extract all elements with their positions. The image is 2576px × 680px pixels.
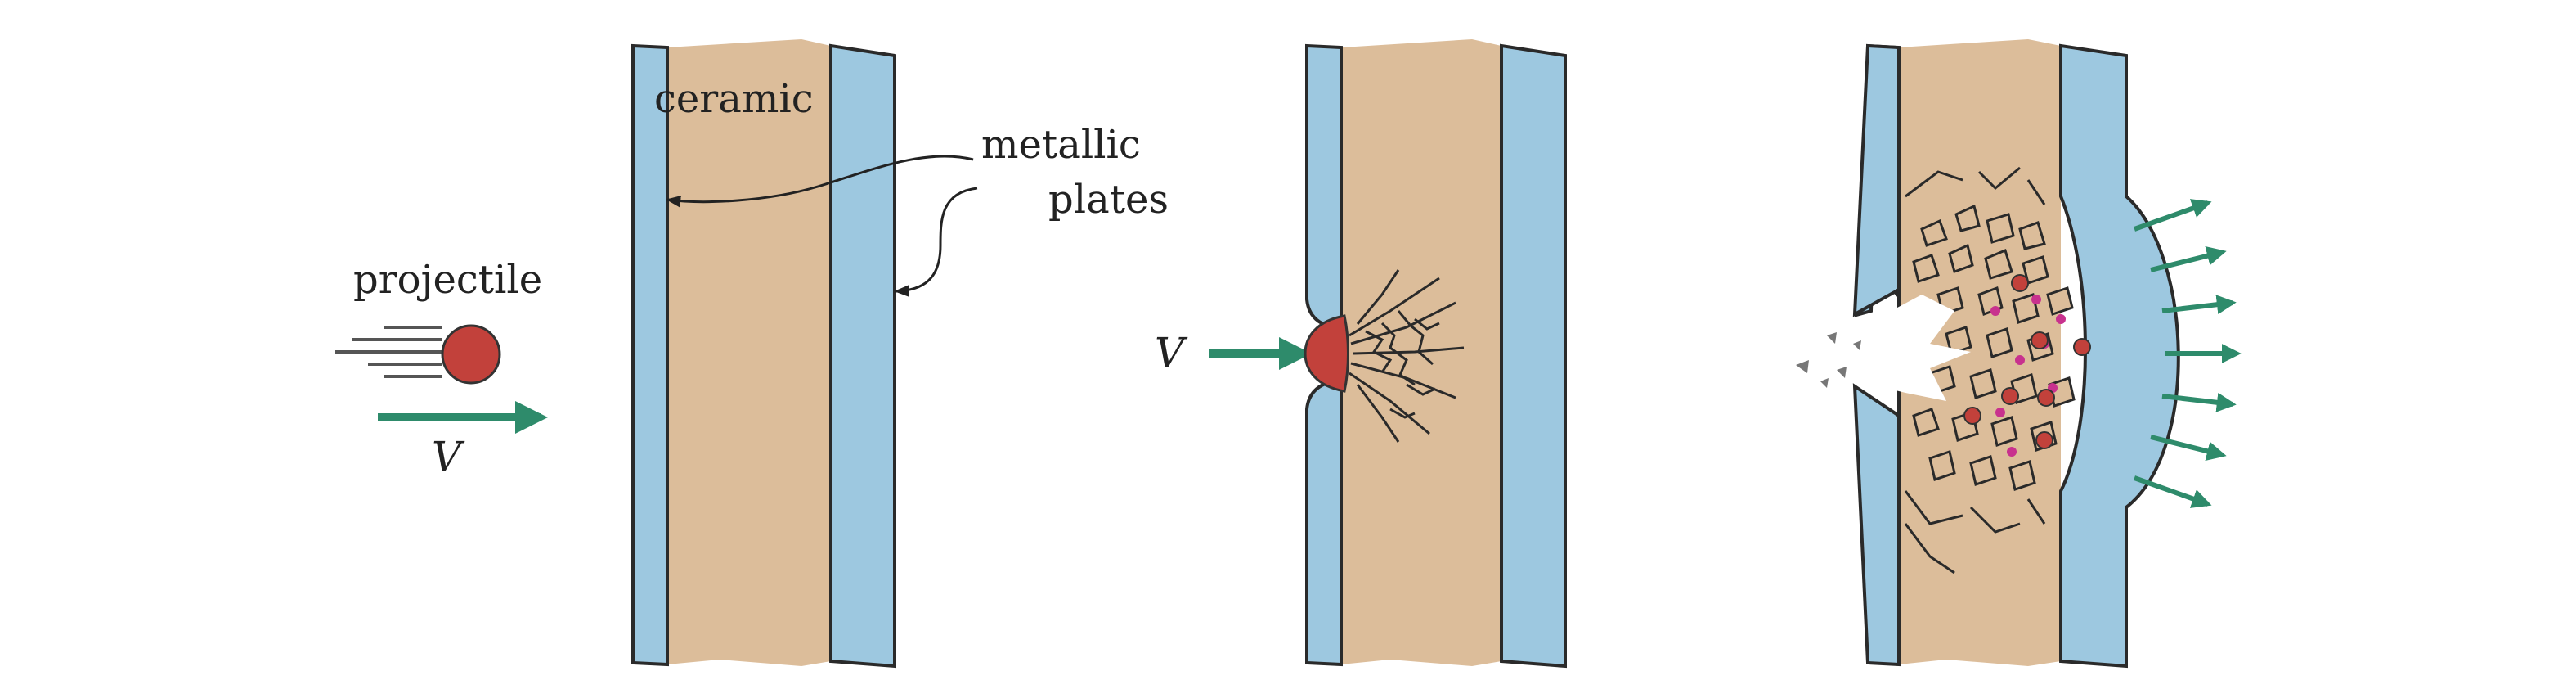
projectile-deformed (1304, 314, 1349, 393)
projectile-fragments (1963, 274, 2091, 449)
armor-stack-3 (1852, 39, 2180, 669)
projectile-label: projectile (353, 257, 542, 303)
pointer-front-plate (666, 155, 974, 208)
metallic-plate-back-2 (1500, 43, 1567, 669)
ejected-debris (1796, 332, 1861, 388)
ceramic-layer (667, 39, 831, 666)
metallic-plate-front (631, 43, 669, 667)
metallic-plate-back-bulged (2059, 43, 2180, 669)
ceramic-fragments (1912, 204, 2076, 491)
armor-stack-1 (631, 39, 896, 669)
velocity-label-2: V (1155, 329, 1188, 376)
motion-lines (335, 326, 442, 378)
ceramic-label: ceramic (654, 76, 814, 122)
panel-at-impact: V (1155, 39, 1567, 669)
crack-pattern-2 (1349, 269, 1465, 443)
projectile-ball (441, 324, 501, 385)
metallic-label-line2: plates (1048, 177, 1169, 223)
velocity-label-1: V (432, 433, 465, 480)
panel-penetration (1796, 39, 2242, 669)
exit-arrows (2133, 199, 2242, 508)
penetration-void (1873, 295, 1971, 401)
metallic-label-line1: metallic (981, 122, 1141, 168)
ceramic-layer-3 (1899, 39, 2061, 666)
pointer-back-plate (894, 187, 978, 297)
metallic-plate-back (829, 43, 896, 669)
crack-lines-3 (1904, 166, 2046, 574)
panel-before-impact: projectile V ceramic metallic plates (335, 39, 1169, 669)
